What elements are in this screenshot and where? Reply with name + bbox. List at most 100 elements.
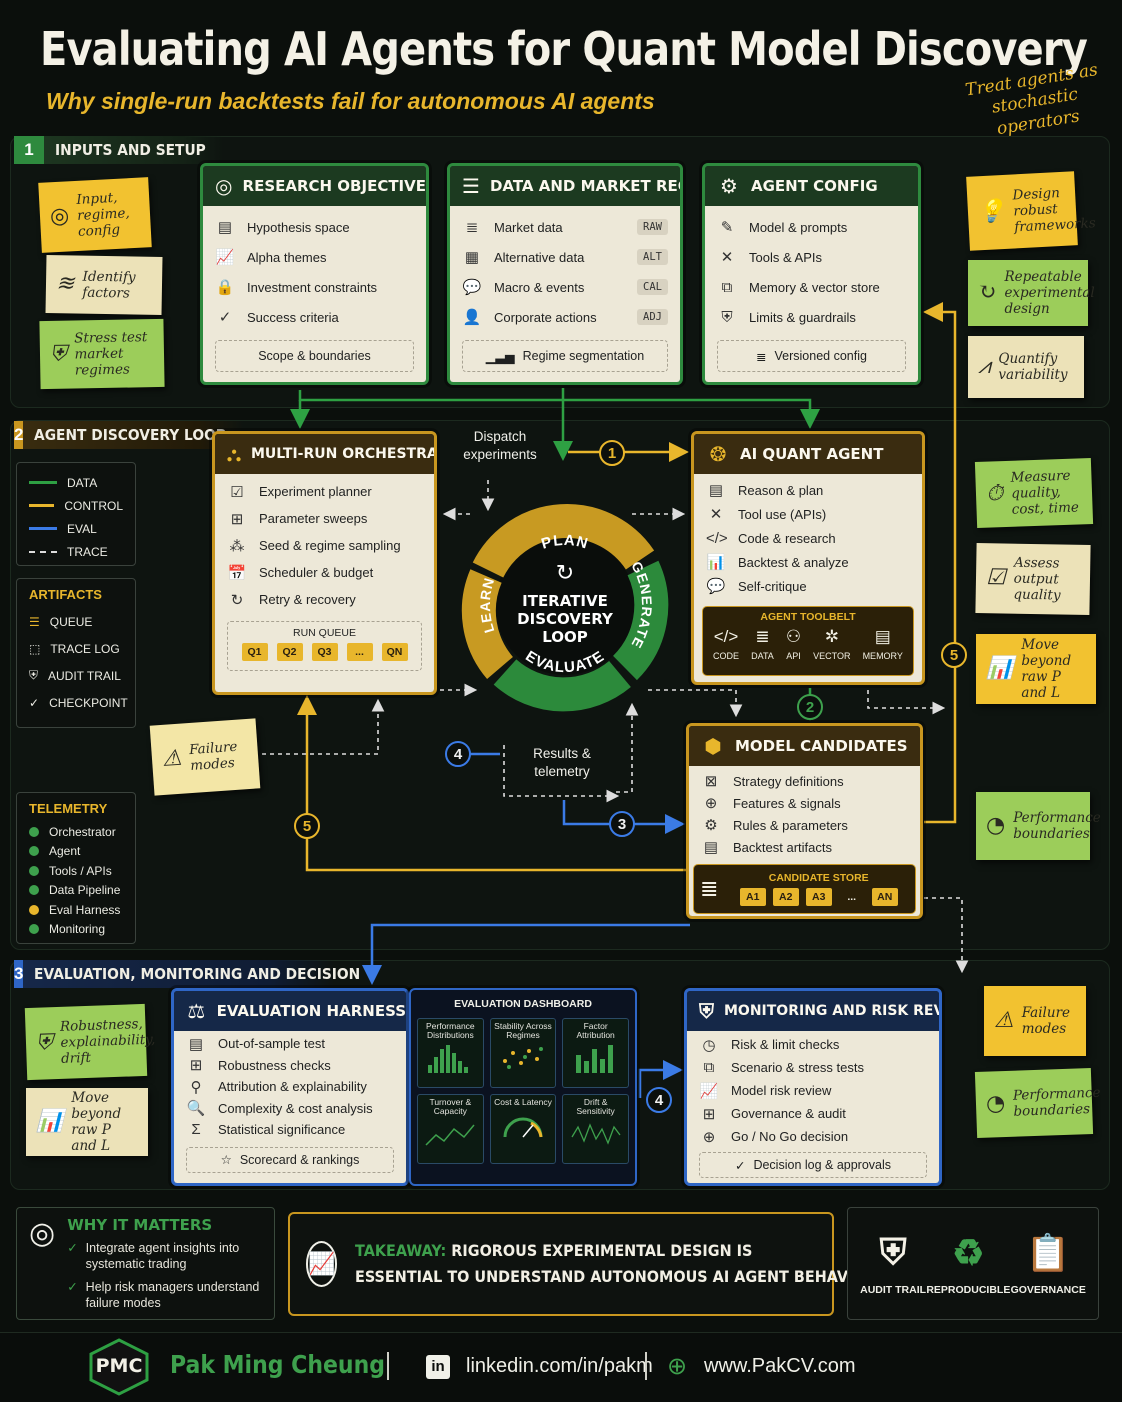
status-dot (29, 885, 39, 896)
document-icon: ▤ (217, 219, 233, 236)
store-slot: A2 (772, 888, 799, 906)
takeaway-lead: TAKEAWAY: (355, 1241, 447, 1261)
candidate-item: ⊕Features & signals (701, 792, 908, 814)
linkedin-link[interactable]: linkedin.com/in/pakm (466, 1355, 653, 1377)
harness-item: ⊞Robustness checks (186, 1055, 394, 1077)
learn-arc (461, 569, 514, 680)
note-identify-factors: ≋Identify factors (45, 254, 163, 316)
signal-icon: ⊕ (704, 795, 718, 812)
prompt-icon: ✎ (720, 219, 734, 236)
agent-item: ▤Reason & plan (706, 478, 910, 502)
config-item: ✎Model & prompts (717, 212, 906, 242)
artifacts-panel: ARTIFACTS ☰QUEUE ⬚TRACE LOG ⛨AUDIT TRAIL… (16, 578, 136, 728)
telemetry-item: Monitoring (29, 920, 123, 940)
dashboard-tile: Drift & Sensitivity (562, 1094, 629, 1164)
code-icon: </> (713, 627, 739, 646)
queue-slot: QN (381, 643, 408, 661)
gear-icon: ⚙ (720, 174, 738, 198)
bar-chart-icon: 📊 (986, 655, 1014, 681)
data-regimes-footer: ▁▃▅Regime segmentation (462, 340, 668, 372)
data-tag: ALT (637, 249, 668, 265)
check-circle-icon: ✓ (29, 695, 40, 710)
candidate-item: ⚙Rules & parameters (701, 814, 908, 836)
bar-chart-icon: ▁▃▅ (485, 349, 515, 364)
section-1-header: 1 INPUTS AND SETUP (14, 136, 224, 164)
loop-learn-label: LEARN (477, 575, 496, 634)
chart-icon: 📈 (699, 1082, 719, 1100)
evaluation-dashboard: EVALUATION DASHBOARD Performance Distrib… (409, 988, 637, 1186)
model-candidates-title: MODEL CANDIDATES (735, 737, 908, 755)
data-tag: CAL (637, 279, 668, 295)
toolbelt-vector: ✲VECTOR (813, 627, 851, 661)
shield-icon: ⛨ (49, 341, 67, 367)
artifact-item: ☰QUEUE (29, 614, 93, 629)
strategy-icon: ⊠ (704, 773, 718, 790)
scales-icon: ⚖ (187, 999, 206, 1023)
agent-config-card: ⚙AGENT CONFIG ✎Model & prompts ✕Tools & … (702, 163, 921, 385)
retry-icon: ↻ (230, 591, 244, 609)
config-item: ✕Tools & APIs (717, 242, 906, 272)
section-2-title: AGENT DISCOVERY LOOP (34, 426, 227, 444)
flow-step-5-right: 5 (941, 642, 967, 668)
website-link[interactable]: www.PakCV.com (704, 1355, 856, 1377)
check-circle-icon: ✓ (67, 1241, 78, 1255)
refresh-icon: ↻ (556, 560, 574, 585)
queue-slot: Q2 (276, 643, 303, 661)
note-input-regime-config: ◎Input, regime, config (38, 177, 152, 253)
grid-icon: ⊞ (230, 510, 244, 528)
research-footer: Scope & boundaries (215, 340, 414, 372)
flow-step-1: 1 (599, 440, 625, 466)
toolbelt-api: ⚇API (785, 627, 802, 661)
orchestrator-item: ↻Retry & recovery (227, 586, 422, 613)
config-item: ⛨Limits & guardrails (717, 302, 906, 332)
governance-badge: 📋GOVERNANCE (1010, 1231, 1086, 1296)
principles-panel: ⛨AUDIT TRAIL ♻REPRODUCIBLE 📋GOVERNANCE (847, 1207, 1099, 1320)
target-icon: ◎ (215, 174, 233, 198)
monitoring-item: ◷Risk & limit checks (699, 1033, 927, 1056)
author-name: Pak Ming Cheung (170, 1350, 385, 1379)
timer-icon: ◷ (702, 1036, 716, 1054)
sampling-icon: ⁂ (229, 537, 245, 555)
lock-icon: 🔒 (215, 279, 235, 296)
shield-icon: ⛨ (29, 668, 39, 682)
research-item: ✓Success criteria (215, 302, 414, 332)
telemetry-title: TELEMETRY (29, 801, 108, 816)
store-slot: ... (847, 891, 857, 903)
note-robustness: ⛨Robustness, explainability, drift (24, 1003, 156, 1081)
dashboard-tile: Stability Across Regimes (489, 1018, 557, 1088)
person-icon: 👤 (462, 309, 482, 326)
telemetry-item: Tools / APIs (29, 861, 123, 881)
why-item: ✓Help risk managers understand failure m… (67, 1279, 260, 1310)
run-queue: RUN QUEUE Q1 Q2 Q3 ... QN (227, 621, 422, 671)
gauge-icon: ◔ (986, 812, 1006, 838)
bell-curve-icon: ⩘ (978, 353, 991, 379)
legend-control: CONTROL (29, 494, 123, 517)
database-icon: ≣ (465, 219, 479, 236)
footer-divider (387, 1352, 389, 1380)
legend-eval: EVAL (29, 517, 123, 540)
gauge-icon (503, 1117, 543, 1138)
artifacts-title: ARTIFACTS (29, 587, 102, 602)
target-icon: ◎ (29, 1217, 56, 1250)
note-move-beyond-2: 📊Move beyond raw P and L (26, 1088, 148, 1156)
clipboard-icon: 📋 (1025, 1231, 1071, 1273)
monitoring-item: ⧉Scenario & stress tests (699, 1056, 927, 1079)
shield-icon: ⛨ (699, 999, 714, 1023)
section-1-title: INPUTS AND SETUP (55, 141, 206, 159)
research-item: 🔒Investment constraints (215, 279, 378, 296)
shield-icon: ⛨ (721, 308, 733, 326)
svg-text:LEARN: LEARN (477, 575, 497, 634)
section-3-title: EVALUATION, MONITORING AND DECISION (34, 965, 361, 983)
candidate-store-title: CANDIDATE STORE (768, 872, 869, 884)
toolbelt-memory: ▤MEMORY (862, 627, 903, 661)
code-icon: </> (706, 529, 728, 547)
network-icon: ⛬ (227, 442, 241, 466)
bars-icon (575, 1044, 613, 1073)
check-icon: ✓ (218, 309, 232, 326)
results-telemetry-label: Results & telemetry (533, 746, 591, 779)
histogram-icon (428, 1044, 469, 1073)
orchestrator-title: MULTI-RUN ORCHESTRATOR (251, 446, 437, 462)
research-item: 📈Alpha themes (215, 249, 327, 266)
note-repeatable: ↻Repeatable experimental design (968, 260, 1095, 326)
audit-trail-badge: ⛨AUDIT TRAIL (860, 1231, 927, 1296)
